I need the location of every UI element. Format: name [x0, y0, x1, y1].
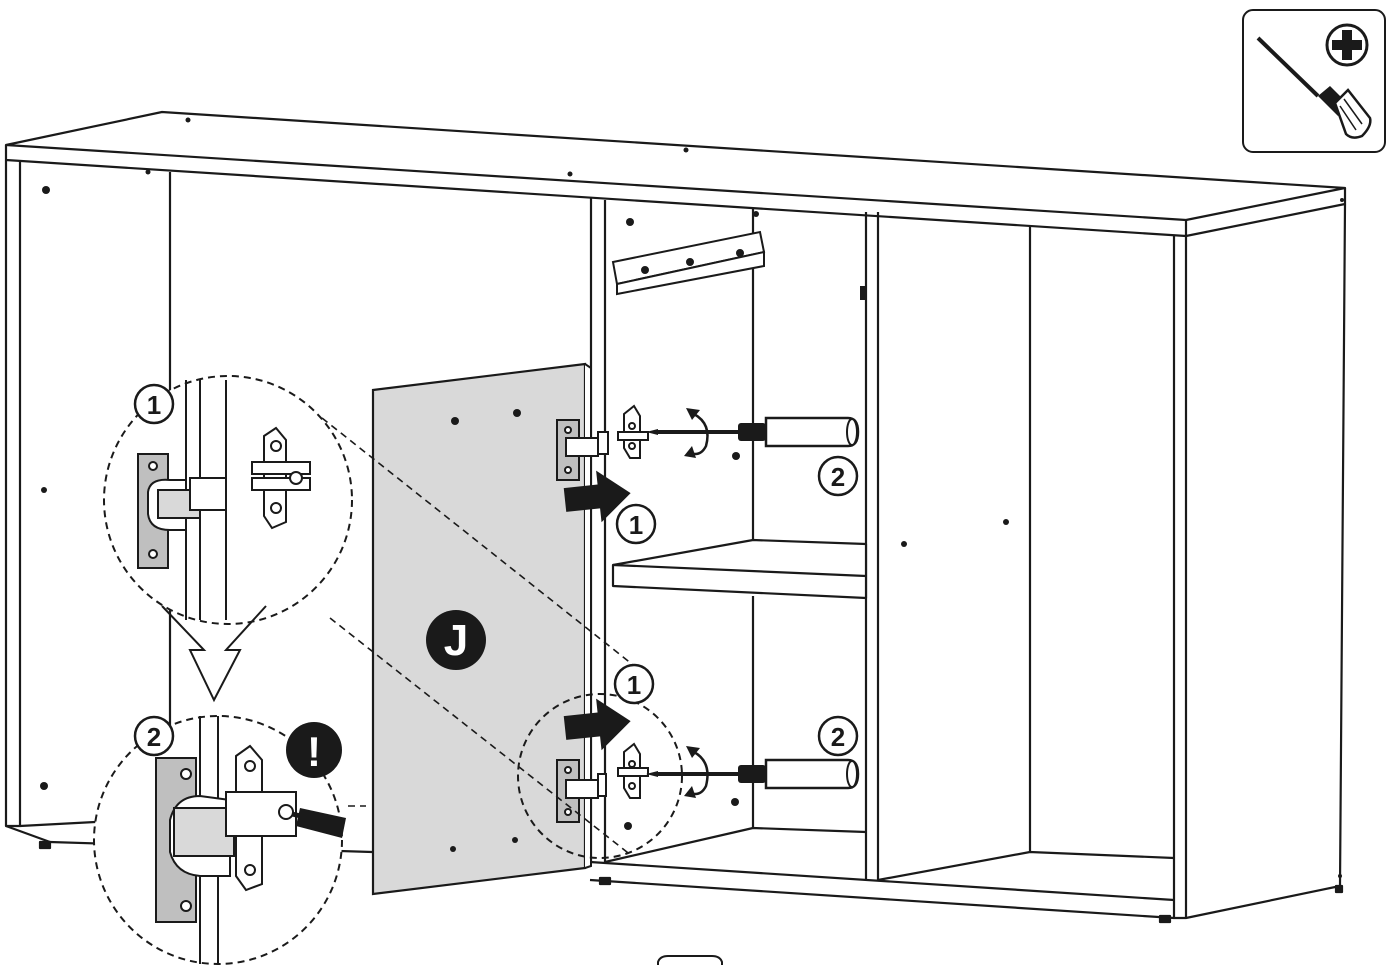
step-badge-2-detail: 2 [133, 715, 175, 757]
page-tab [657, 955, 723, 965]
tool-box [1242, 9, 1386, 153]
svg-text:2: 2 [147, 722, 161, 752]
screwdriver-detail [291, 808, 346, 838]
shelf-pin [860, 286, 866, 300]
svg-text:1: 1 [627, 670, 641, 700]
phillips-screwdriver-icon [1256, 36, 1372, 139]
step-badge-1-lower: 1 [613, 663, 655, 705]
drawer-rail [611, 230, 766, 296]
lower-hinge [556, 742, 649, 823]
step-badge-2-upper: 2 [817, 455, 859, 497]
detail-circle-1: 1 [103, 375, 353, 625]
step-badge-1-upper: 1 [615, 503, 657, 545]
rotate-arrow-icon [687, 412, 709, 796]
detail-circle-door [517, 693, 683, 859]
svg-text:1: 1 [147, 390, 161, 420]
part-label: J [444, 616, 468, 665]
svg-text:2: 2 [831, 722, 845, 752]
detail-circle-2: 2 ! [93, 715, 346, 965]
detail-leaders [321, 417, 643, 857]
svg-text:2: 2 [831, 462, 845, 492]
door-panel-j: J [371, 362, 592, 896]
pre-drilled-holes [40, 117, 1344, 878]
rotate-arrowheads [684, 408, 700, 798]
down-arrow-icon [161, 605, 267, 703]
warning-icon: ! [307, 728, 321, 775]
phillips-plus-badge [1325, 23, 1369, 67]
step-badge-2-lower: 2 [817, 715, 859, 757]
step-badge-1-detail: 1 [133, 383, 175, 425]
cabinet [4, 110, 1347, 924]
part-label-badge [426, 610, 486, 670]
warning-badge: ! [286, 722, 342, 778]
svg-text:1: 1 [629, 510, 643, 540]
upper-hinge [556, 404, 649, 481]
